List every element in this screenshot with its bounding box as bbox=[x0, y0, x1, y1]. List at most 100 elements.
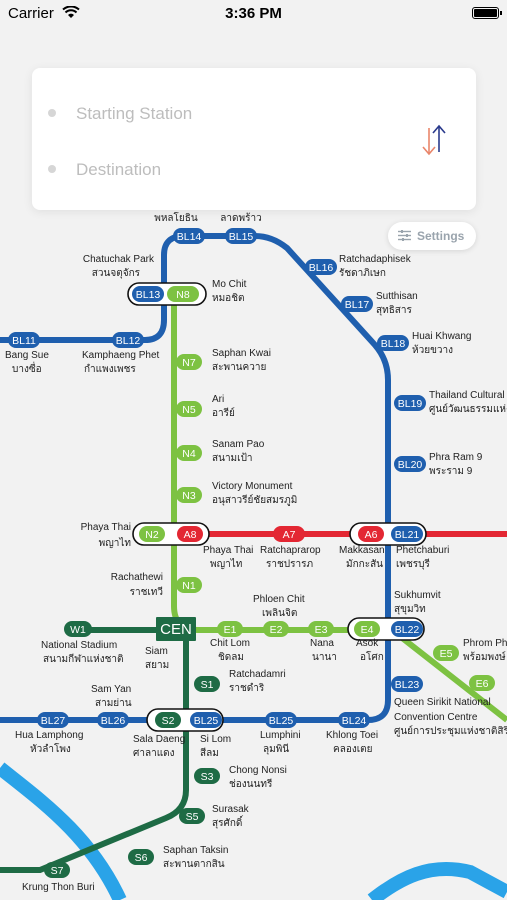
station-cen[interactable]: CEN bbox=[156, 617, 196, 641]
station-bl27[interactable]: BL27 bbox=[37, 712, 69, 728]
station-name-label: ราชดำริ bbox=[229, 683, 265, 694]
station-code: N5 bbox=[182, 404, 196, 416]
station-code: A6 bbox=[365, 529, 378, 541]
station-name-label: สุขุมวิท bbox=[394, 604, 426, 615]
station-bl25[interactable]: BL25 bbox=[265, 712, 297, 728]
blue-line bbox=[0, 233, 391, 723]
station-code: N1 bbox=[182, 580, 196, 592]
station-s7[interactable]: S7 bbox=[44, 862, 70, 878]
station-name-label: Sam Yan bbox=[91, 684, 131, 695]
station-bl23[interactable]: BL23 bbox=[391, 676, 423, 692]
station-code: BL23 bbox=[395, 679, 420, 691]
station-bl17[interactable]: BL17 bbox=[341, 296, 373, 312]
station-s1[interactable]: S1 bbox=[194, 676, 220, 692]
station-marker bbox=[176, 487, 202, 503]
station-name-label: ช่องนนทรี bbox=[229, 778, 273, 790]
station-name-label: Makkasan bbox=[339, 545, 385, 556]
station-name-label: Phrom Ph bbox=[463, 638, 507, 649]
station-n7[interactable]: N7 bbox=[176, 354, 202, 370]
station-s6[interactable]: S6 bbox=[128, 849, 154, 865]
station-n5[interactable]: N5 bbox=[176, 401, 202, 417]
starting-station-field[interactable]: Starting Station bbox=[76, 104, 193, 123]
station-bl12[interactable]: BL12 bbox=[112, 332, 144, 348]
station-name-label: Krung Thon Buri bbox=[22, 882, 95, 893]
station-n8[interactable]: N8 bbox=[167, 286, 199, 302]
station-name-label: พญาไท bbox=[99, 537, 131, 549]
station-code: N3 bbox=[182, 490, 196, 502]
station-bl25[interactable]: BL25 bbox=[190, 712, 222, 728]
station-name-label: Asok bbox=[356, 638, 379, 649]
settings-button[interactable]: Settings bbox=[388, 222, 476, 250]
station-code: E3 bbox=[315, 624, 328, 636]
station-s5[interactable]: S5 bbox=[179, 808, 205, 824]
destination-field[interactable]: Destination bbox=[76, 160, 162, 179]
swap-stations-icon[interactable] bbox=[420, 122, 450, 158]
station-name-label: อโศก bbox=[360, 650, 384, 663]
station-name-label: เพลินจิต bbox=[262, 608, 297, 619]
station-bl14[interactable]: BL14 bbox=[173, 228, 205, 244]
station-code: BL26 bbox=[101, 715, 126, 727]
station-marker bbox=[391, 526, 423, 542]
station-marker bbox=[176, 445, 202, 461]
station-name-label: ศูนย์วัฒนธรรมแห่งประเ bbox=[429, 403, 507, 415]
station-n3[interactable]: N3 bbox=[176, 487, 202, 503]
station-marker bbox=[190, 712, 222, 728]
station-name-label: สวนจตุจักร bbox=[92, 268, 141, 279]
station-code: BL25 bbox=[194, 715, 219, 727]
station-bl21[interactable]: BL21 bbox=[391, 526, 423, 542]
station-marker bbox=[176, 577, 202, 593]
station-code: BL18 bbox=[381, 338, 406, 350]
station-code: BL17 bbox=[345, 299, 370, 311]
station-name-label: Victory Monument bbox=[212, 481, 293, 492]
station-bl24[interactable]: BL24 bbox=[338, 712, 370, 728]
station-s2[interactable]: S2 bbox=[155, 712, 181, 728]
station-name-label: ห้วยขวาง bbox=[412, 344, 453, 356]
station-marker bbox=[97, 712, 129, 728]
station-a6[interactable]: A6 bbox=[358, 526, 384, 542]
station-w1[interactable]: W1 bbox=[64, 621, 92, 637]
station-bl19[interactable]: BL19 bbox=[394, 395, 426, 411]
station-code: BL15 bbox=[229, 231, 254, 243]
station-code: N7 bbox=[182, 357, 196, 369]
station-bl16[interactable]: BL16 bbox=[305, 259, 337, 275]
station-marker bbox=[128, 849, 154, 865]
station-name-label: สามย่าน bbox=[95, 698, 132, 709]
station-s3[interactable]: S3 bbox=[194, 768, 220, 784]
station-name-label: อนุสาวรีย์ชัยสมรภูมิ bbox=[212, 494, 297, 506]
station-n1[interactable]: N1 bbox=[176, 577, 202, 593]
station-name-label: Nana bbox=[310, 638, 334, 649]
station-e2[interactable]: E2 bbox=[263, 621, 289, 637]
station-e6[interactable]: E6 bbox=[469, 675, 495, 691]
river bbox=[0, 762, 127, 900]
station-name-label: พญาไท bbox=[210, 558, 242, 570]
station-code: BL22 bbox=[395, 624, 420, 636]
station-name-label: สะพานตากสิน bbox=[163, 859, 225, 870]
station-name-label: Phaya Thai bbox=[81, 522, 131, 533]
station-name-label: ลุมพินี bbox=[263, 743, 289, 755]
station-name-label: Khlong Toei bbox=[326, 730, 378, 741]
station-bl13[interactable]: BL13 bbox=[132, 286, 164, 302]
station-e1[interactable]: E1 bbox=[217, 621, 243, 637]
station-bl20[interactable]: BL20 bbox=[394, 456, 426, 472]
station-marker bbox=[44, 862, 70, 878]
station-a7[interactable]: A7 bbox=[273, 526, 305, 542]
station-bl22[interactable]: BL22 bbox=[391, 621, 423, 637]
station-bl11[interactable]: BL11 bbox=[8, 332, 40, 348]
station-code: BL12 bbox=[116, 335, 141, 347]
station-code: S7 bbox=[51, 865, 64, 877]
station-a8[interactable]: A8 bbox=[177, 526, 203, 542]
station-name-label: Lumphini bbox=[260, 730, 301, 741]
station-marker bbox=[155, 712, 181, 728]
station-bl18[interactable]: BL18 bbox=[377, 335, 409, 351]
station-bl15[interactable]: BL15 bbox=[225, 228, 257, 244]
station-e3[interactable]: E3 bbox=[308, 621, 334, 637]
station-n4[interactable]: N4 bbox=[176, 445, 202, 461]
station-name-label: รัชดาภิเษก bbox=[339, 268, 386, 279]
station-code: BL27 bbox=[41, 715, 66, 727]
station-code: N8 bbox=[176, 289, 190, 301]
station-e4[interactable]: E4 bbox=[354, 621, 380, 637]
station-bl26[interactable]: BL26 bbox=[97, 712, 129, 728]
station-n2[interactable]: N2 bbox=[139, 526, 165, 542]
station-e5[interactable]: E5 bbox=[433, 645, 459, 661]
